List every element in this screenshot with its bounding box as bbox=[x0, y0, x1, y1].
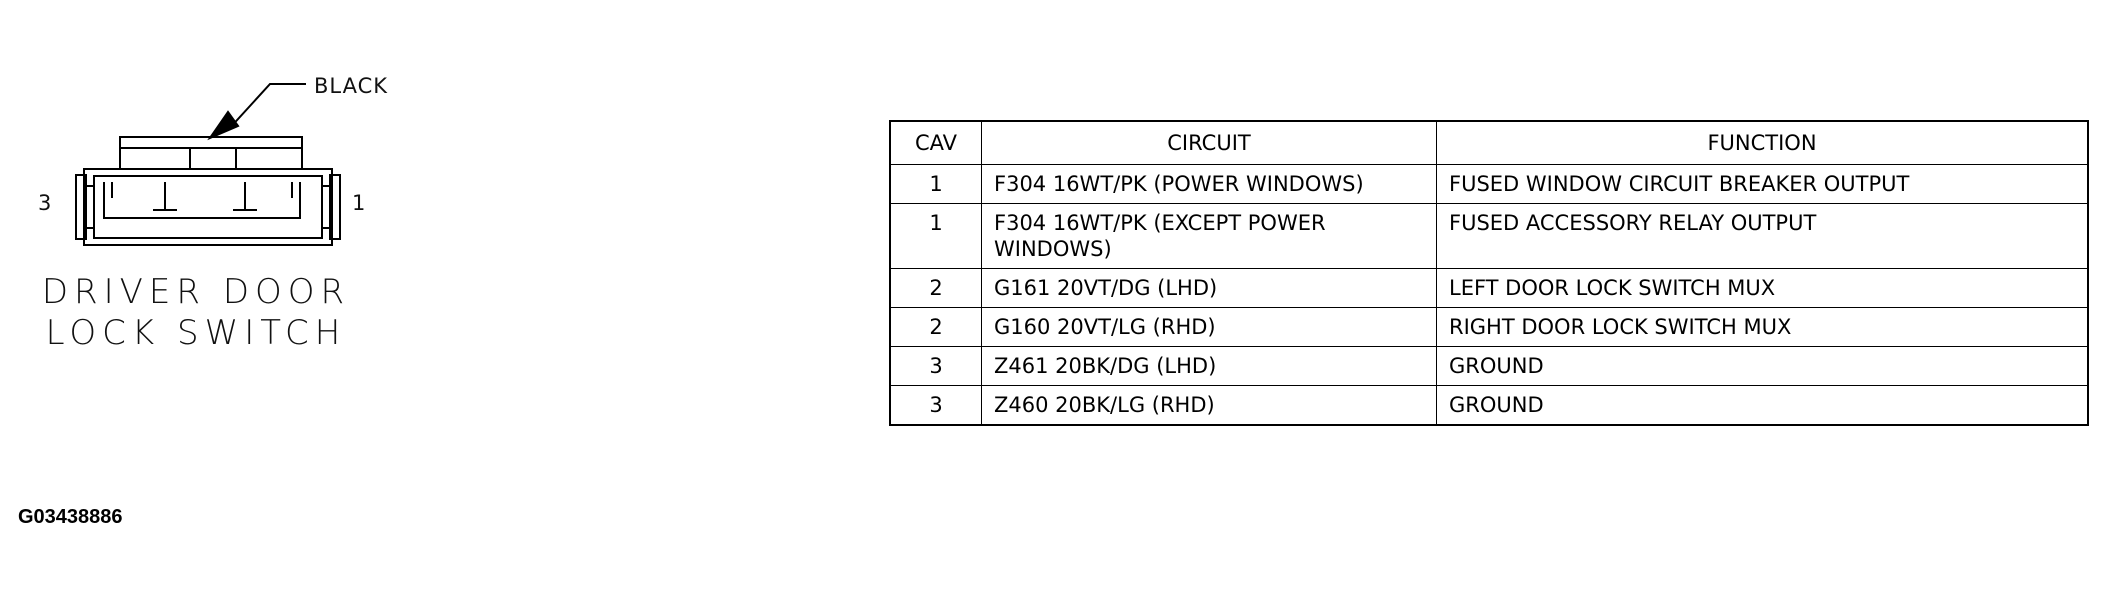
header-cav: CAV bbox=[889, 120, 982, 165]
circuit-cell: F304 16WT/PK (POWER WINDOWS) bbox=[981, 164, 1437, 204]
circuit-cell: Z460 20BK/LG (RHD) bbox=[981, 385, 1437, 426]
terminal-right bbox=[233, 182, 257, 211]
function-cell: GROUND bbox=[1436, 385, 2089, 426]
pinout-table: CAV CIRCUIT FUNCTION 1 F304 16WT/PK (POW… bbox=[889, 120, 2089, 426]
leader-arrowhead bbox=[207, 110, 240, 141]
connector-title-line-2: LOCK SWITCH bbox=[45, 313, 347, 353]
connector-housing bbox=[83, 168, 333, 246]
connector-title-line-1: DRIVER DOOR bbox=[41, 272, 351, 312]
connector-right-rib bbox=[329, 174, 341, 240]
cav-cell: 1 bbox=[889, 164, 982, 204]
cavity-label-right: 1 bbox=[352, 191, 366, 215]
table-row: 2 G160 20VT/LG (RHD) RIGHT DOOR LOCK SWI… bbox=[889, 307, 2089, 347]
figure-id: G03438886 bbox=[18, 506, 123, 528]
connector-top-latch bbox=[119, 136, 303, 170]
function-cell: GROUND bbox=[1436, 346, 2089, 386]
cav-cell: 2 bbox=[889, 268, 982, 308]
circuit-cell: Z461 20BK/DG (LHD) bbox=[981, 346, 1437, 386]
circuit-cell: G161 20VT/DG (LHD) bbox=[981, 268, 1437, 308]
table-row: 3 Z461 20BK/DG (LHD) GROUND bbox=[889, 346, 2089, 386]
connector-cavities bbox=[103, 182, 301, 219]
header-function: FUNCTION bbox=[1436, 120, 2089, 165]
circuit-cell: F304 16WT/PK (EXCEPT POWER WINDOWS) bbox=[981, 203, 1437, 269]
connector-color-label: BLACK bbox=[314, 74, 389, 98]
table-row: 3 Z460 20BK/LG (RHD) GROUND bbox=[889, 385, 2089, 426]
function-cell: RIGHT DOOR LOCK SWITCH MUX bbox=[1436, 307, 2089, 347]
table-header-row: CAV CIRCUIT FUNCTION bbox=[889, 120, 2089, 165]
function-cell: FUSED ACCESSORY RELAY OUTPUT bbox=[1436, 203, 2089, 269]
function-cell: LEFT DOOR LOCK SWITCH MUX bbox=[1436, 268, 2089, 308]
terminal-left bbox=[153, 182, 177, 211]
table-row: 1 F304 16WT/PK (EXCEPT POWER WINDOWS) FU… bbox=[889, 203, 2089, 269]
function-cell: FUSED WINDOW CIRCUIT BREAKER OUTPUT bbox=[1436, 164, 2089, 204]
circuit-cell: G160 20VT/LG (RHD) bbox=[981, 307, 1437, 347]
cav-cell: 1 bbox=[889, 203, 982, 269]
cav-cell: 3 bbox=[889, 346, 982, 386]
cav-cell: 3 bbox=[889, 385, 982, 426]
table-row: 2 G161 20VT/DG (LHD) LEFT DOOR LOCK SWIT… bbox=[889, 268, 2089, 308]
cavity-label-left: 3 bbox=[38, 191, 52, 215]
cav-cell: 2 bbox=[889, 307, 982, 347]
connector-left-rib bbox=[75, 174, 87, 240]
connector-diagram bbox=[75, 83, 341, 246]
leader-line bbox=[227, 83, 306, 131]
header-circuit: CIRCUIT bbox=[981, 120, 1437, 165]
table-row: 1 F304 16WT/PK (POWER WINDOWS) FUSED WIN… bbox=[889, 164, 2089, 204]
